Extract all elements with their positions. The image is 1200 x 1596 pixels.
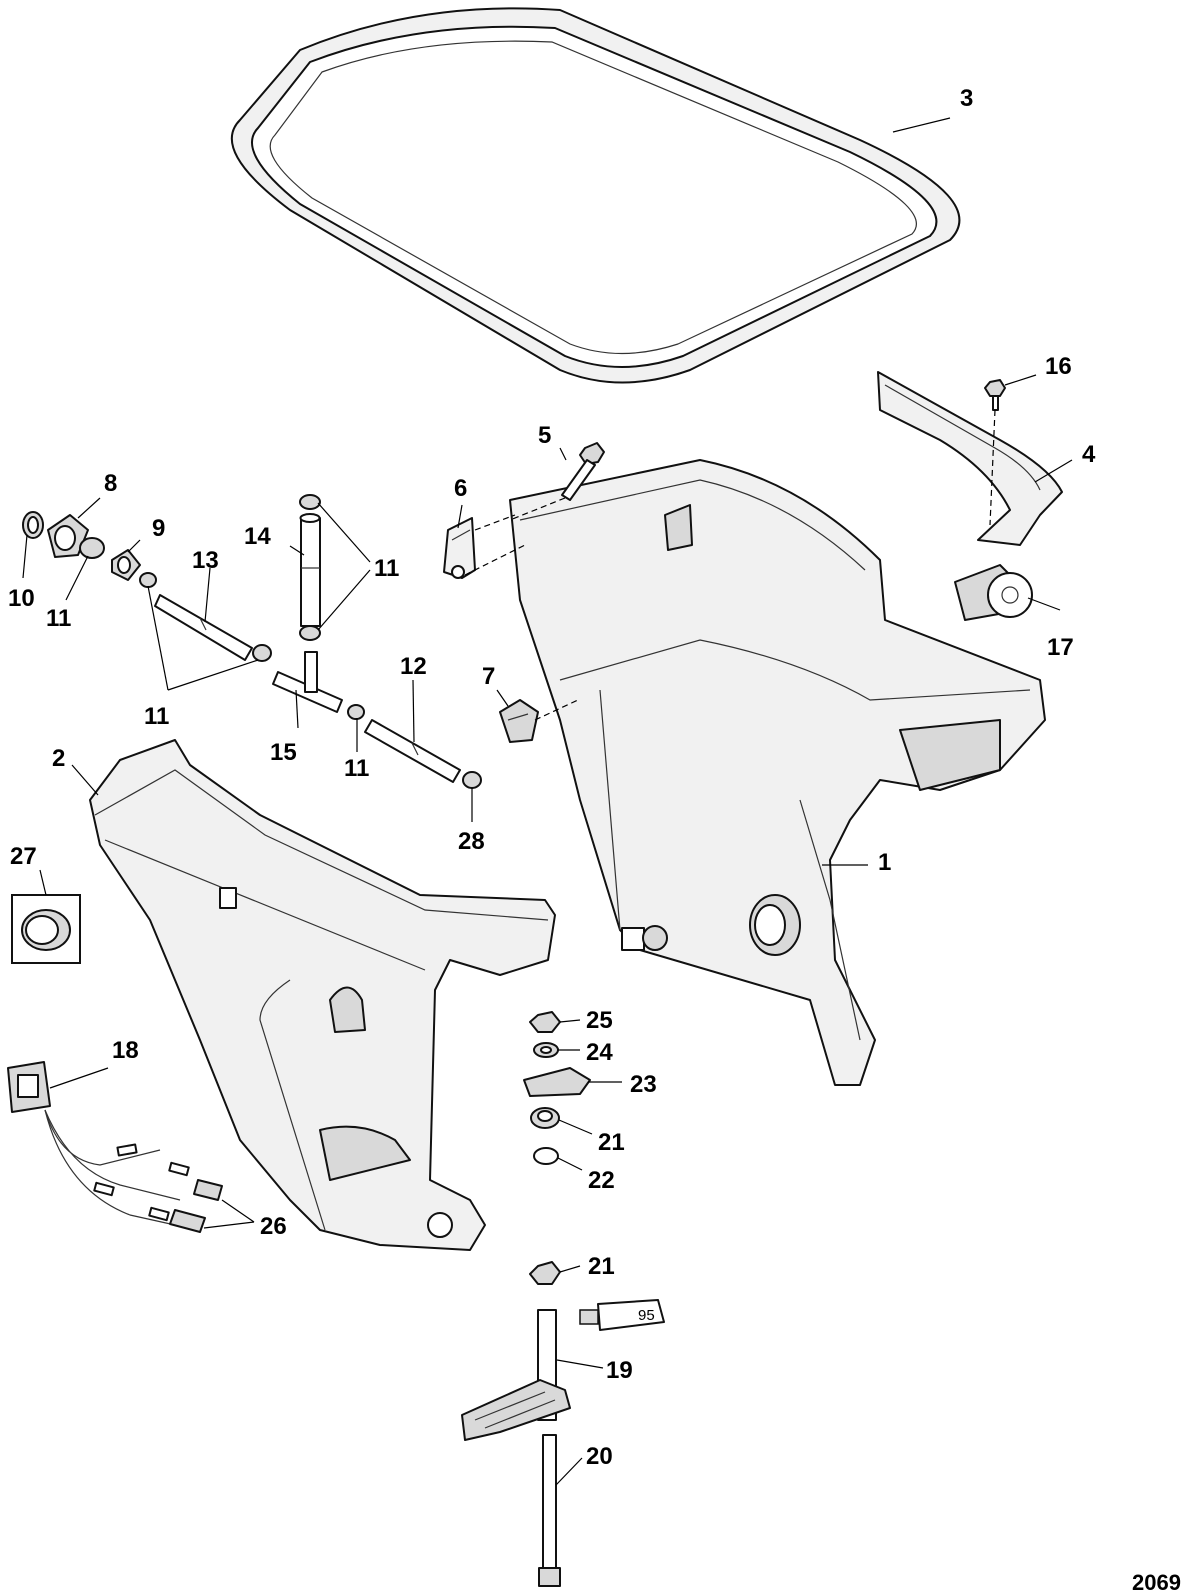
part-28-clamp xyxy=(462,771,482,789)
part-17-receptacle xyxy=(954,564,1033,621)
part-26-connectors xyxy=(169,1179,223,1233)
part-13-hose xyxy=(154,594,253,661)
part-5-bolt xyxy=(561,442,605,501)
callout-13: 13 xyxy=(192,547,219,574)
part-11-clamps xyxy=(79,494,365,720)
callout-11-left: 11 xyxy=(46,605,71,632)
callout-8: 8 xyxy=(104,470,117,497)
leader-6b-dash xyxy=(464,544,526,576)
part-21-bushing-lower xyxy=(529,1261,561,1285)
part-9-fitting xyxy=(111,549,141,581)
callout-17: 17 xyxy=(1047,634,1074,661)
callout-6: 6 xyxy=(454,475,467,502)
part-22-o-ring xyxy=(533,1147,559,1165)
callout-12: 12 xyxy=(400,653,427,680)
part-7-clip xyxy=(499,699,539,743)
callout-labels: 3 16 4 5 6 17 7 1 8 9 10 11 13 14 11 12 … xyxy=(8,85,1096,1470)
callout-14: 14 xyxy=(244,523,271,550)
callout-15: 15 xyxy=(270,739,297,766)
part-18-wire-harness xyxy=(7,1061,190,1226)
part-23-lever xyxy=(523,1067,591,1097)
callout-24: 24 xyxy=(586,1039,613,1066)
callout-23: 23 xyxy=(630,1071,657,1098)
callout-3: 3 xyxy=(960,85,973,112)
part-24-washer xyxy=(533,1042,559,1058)
figure-number: 2069 xyxy=(1132,1570,1181,1595)
part-21-bushing-upper xyxy=(530,1107,560,1129)
callout-22: 22 xyxy=(588,1167,615,1194)
callout-27: 27 xyxy=(10,843,37,870)
callout-9: 9 xyxy=(152,515,165,542)
callout-21-lower: 21 xyxy=(588,1253,615,1280)
part-19-latch-handle xyxy=(461,1309,571,1441)
part-3-cowl-seal xyxy=(230,7,961,384)
callout-21-upper: 21 xyxy=(598,1129,625,1156)
callout-20: 20 xyxy=(586,1443,613,1470)
part-15-tee-fitting xyxy=(272,651,343,713)
part-10-seal-ring xyxy=(22,511,44,539)
part-25-nut xyxy=(529,1011,561,1033)
part-1-rear-lower-cowl xyxy=(509,459,1046,1086)
callout-5: 5 xyxy=(538,422,551,449)
part-16-screw xyxy=(984,379,1006,411)
callout-10: 10 xyxy=(8,585,35,612)
part-27-plug xyxy=(11,894,81,964)
callout-1: 1 xyxy=(878,849,891,876)
leader-lines xyxy=(22,117,1073,1486)
callout-11-lower: 11 xyxy=(344,755,369,782)
part-4-rear-trim xyxy=(877,371,1063,546)
part-20-bolt xyxy=(538,1434,561,1587)
leader-7-dash xyxy=(534,699,579,721)
callout-7: 7 xyxy=(482,663,495,690)
callout-26: 26 xyxy=(260,1213,287,1240)
leader-16-dash xyxy=(989,409,996,526)
tube-marking: 95 xyxy=(638,1307,655,1324)
callout-4: 4 xyxy=(1082,441,1096,468)
callout-18: 18 xyxy=(112,1037,139,1064)
callout-11-right: 11 xyxy=(374,555,399,582)
callout-11-mid: 11 xyxy=(144,703,169,730)
lubricant-tube: 95 xyxy=(579,1299,665,1331)
part-12-hose xyxy=(364,719,461,783)
callout-19: 19 xyxy=(606,1357,633,1384)
callout-2: 2 xyxy=(52,745,65,772)
callout-28: 28 xyxy=(458,828,485,855)
part-14-hose xyxy=(299,513,321,627)
part-6-bracket xyxy=(443,517,476,579)
callout-25: 25 xyxy=(586,1007,613,1034)
part-2-front-lower-cowl xyxy=(89,739,556,1251)
leader-6a-dash xyxy=(474,514,516,531)
callout-16: 16 xyxy=(1045,353,1072,380)
